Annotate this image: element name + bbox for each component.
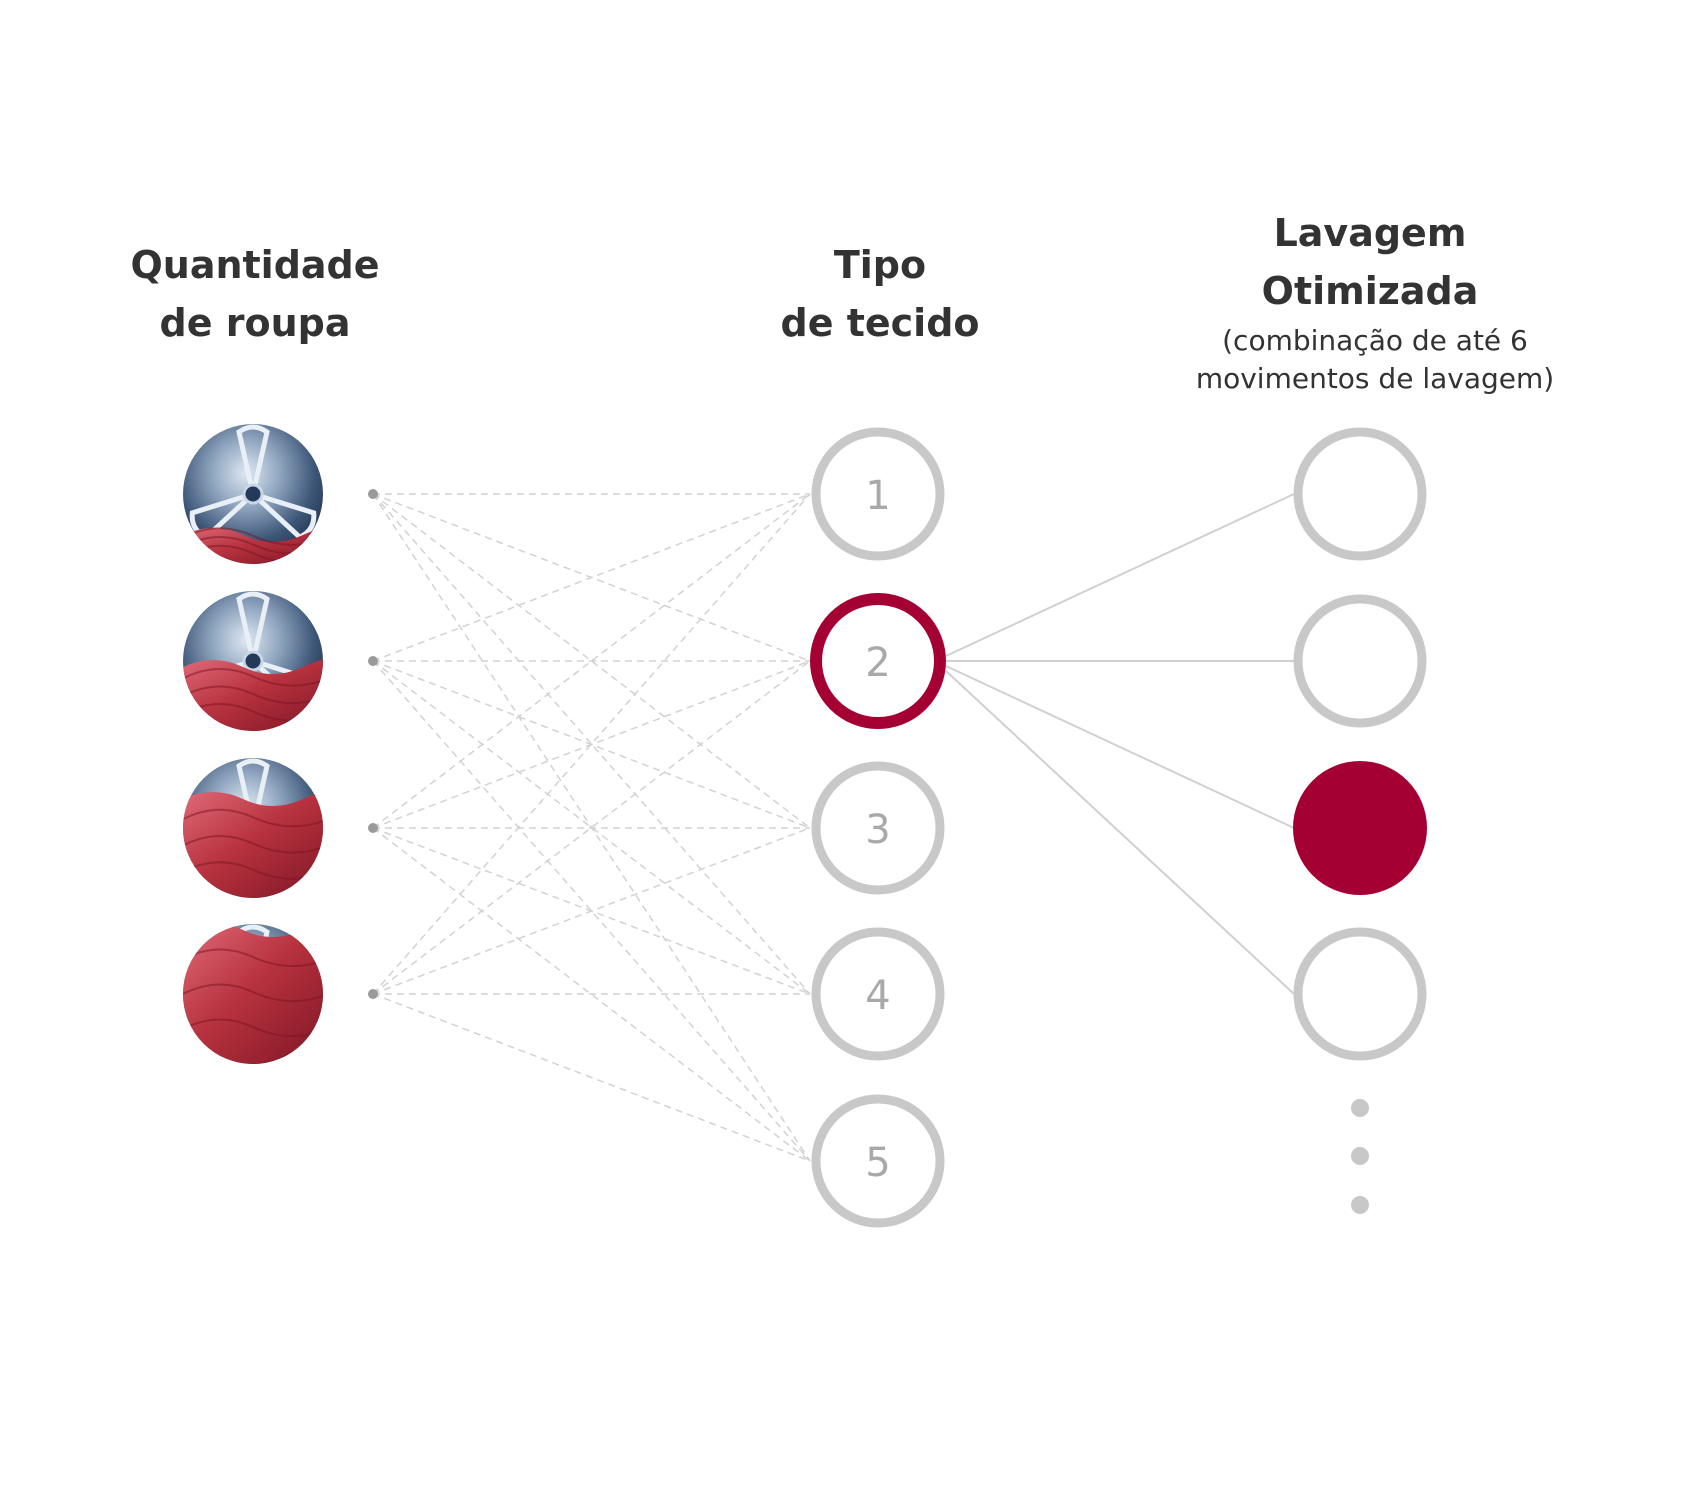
paddle (236, 591, 270, 662)
fabric-node-4: 4 (811, 927, 945, 1061)
connector-dot (368, 489, 378, 499)
dashed-link-3-2 (372, 660, 811, 829)
cloth-fold (183, 808, 323, 828)
optimized-heading-line1: Lavagem (1273, 211, 1467, 255)
solid-link-3 (945, 665, 1295, 829)
fabric-node-3: 3 (811, 761, 945, 895)
optimized-subnote: (combinação de até 6 movimentos de lavag… (1150, 322, 1600, 398)
motion-node-empty (1293, 427, 1427, 561)
fabric-number: 2 (865, 640, 890, 686)
fabric-number: 1 (865, 473, 890, 519)
dashed-link-4-2 (372, 660, 811, 995)
connector-dot (368, 823, 378, 833)
cloth-fold (183, 948, 323, 968)
quantity-heading-line1: Quantidade (130, 243, 380, 287)
cloth-fold (183, 1018, 323, 1038)
dashed-link-2-4 (372, 660, 811, 995)
fabric-ring (811, 927, 945, 1061)
fabric-heading-line2: de tecido (780, 301, 980, 345)
cloth-fold (183, 667, 323, 687)
motion-node-empty (1293, 594, 1427, 728)
load-level-4 (183, 924, 323, 1064)
quantity-heading: Quantidade de roupa (100, 236, 410, 352)
cloth-shape (183, 790, 323, 898)
optimized-subnote-line1: (combinação de até 6 (1222, 324, 1528, 357)
cloth-fill (183, 790, 323, 898)
connector-dot (368, 989, 378, 999)
motion-node-empty (1293, 927, 1427, 1061)
cloth-fold (183, 685, 323, 705)
drum-hub (242, 483, 264, 505)
fabric-number: 5 (865, 1140, 890, 1186)
optimized-subnote-line2: movimentos de lavagem) (1195, 362, 1555, 395)
load-level-3 (183, 758, 323, 898)
fabric-number: 3 (865, 807, 890, 853)
dashed-link-4-3 (372, 827, 811, 995)
cloth-fill (183, 924, 323, 1064)
load-level-2 (183, 591, 323, 731)
dashed-link-1-3 (372, 493, 811, 829)
fabric-heading-line1: Tipo (833, 243, 927, 287)
solid-link-1 (945, 493, 1295, 657)
fabric-ring (811, 761, 945, 895)
cloth-fold (183, 983, 323, 1003)
fabric-number: 4 (865, 973, 890, 1019)
drum-hub (242, 650, 264, 672)
fabric-node-2: 2 (810, 593, 946, 729)
dashed-link-4-1 (372, 493, 811, 995)
cloth-fold (183, 834, 323, 854)
ellipsis-dot (1351, 1147, 1369, 1165)
dashed-link-4-5 (372, 993, 811, 1162)
dashed-link-1-4 (372, 493, 811, 995)
more-motions-ellipsis (1351, 1099, 1369, 1214)
fabric-ring (811, 1094, 945, 1228)
fabric-node-5: 5 (811, 1094, 945, 1228)
optimized-heading-line2: Otimizada (1261, 269, 1479, 313)
fabric-node-1: 1 (811, 427, 945, 561)
cloth-shape (183, 658, 323, 731)
paddle (236, 424, 270, 495)
quantity-heading-line2: de roupa (159, 301, 351, 345)
washing-motion-column (1293, 427, 1427, 1061)
load-level-column (183, 424, 378, 1064)
dashed-link-3-1 (372, 493, 811, 829)
paddle (236, 758, 270, 829)
dashed-links (372, 493, 811, 1162)
solid-link-4 (945, 670, 1295, 995)
dashed-link-2-5 (372, 660, 811, 1162)
dashed-link-2-1 (372, 493, 811, 662)
fabric-ring-selected (810, 593, 946, 729)
optimized-heading: Lavagem Otimizada (1180, 204, 1560, 320)
connector-dot (368, 656, 378, 666)
fabric-type-column: 1 2 3 4 5 (810, 427, 946, 1228)
solid-links (945, 493, 1295, 995)
fabric-ring (811, 427, 945, 561)
motion-node-selected (1293, 761, 1427, 895)
dashed-link-3-5 (372, 827, 811, 1162)
ellipsis-dot (1351, 1099, 1369, 1117)
ellipsis-dot (1351, 1196, 1369, 1214)
cloth-fill (183, 658, 323, 731)
fabric-heading: Tipo de tecido (730, 236, 1030, 352)
load-level-1 (183, 424, 323, 564)
cloth-shape (183, 924, 323, 1064)
